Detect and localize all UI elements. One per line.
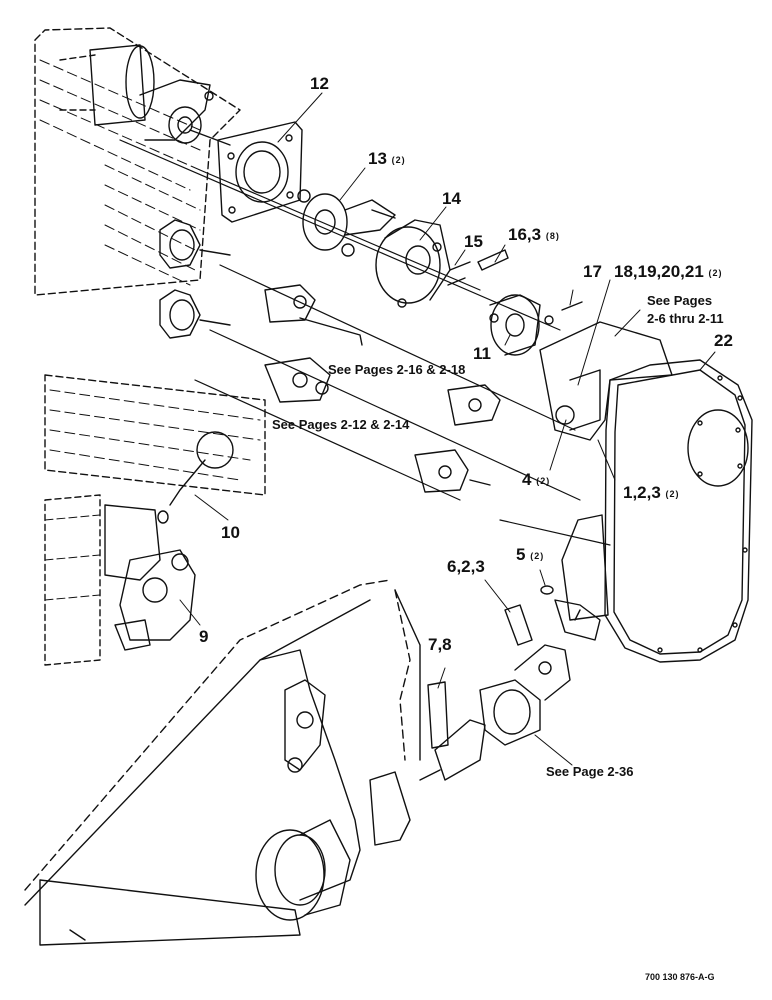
callout-18-19-20-21: 18,19,20,21 (2)	[614, 262, 723, 281]
callout-12: 12	[310, 74, 329, 93]
mounting-plate-12	[217, 121, 303, 223]
leader-lines	[179, 92, 716, 766]
lower-u-joint-shaft	[419, 644, 571, 781]
lower-header	[44, 374, 266, 506]
callout-5: 5 (2)	[516, 545, 545, 564]
callout-17: 17	[583, 262, 602, 281]
callout-11: 11	[473, 344, 491, 363]
figure-id: 700 130 876-A-G	[645, 972, 715, 982]
callout-15: 15	[464, 232, 483, 251]
coupling-13	[297, 189, 396, 257]
callout-10: 10	[221, 523, 240, 542]
sprockets	[159, 219, 231, 339]
coupling-14	[375, 219, 451, 308]
callout-13: 13 (2)	[368, 149, 406, 168]
callout-4: 4 (2)	[522, 470, 551, 489]
see-pages-2-12: See Pages 2-12 & 2-14	[272, 417, 410, 432]
callout-14: 14	[442, 189, 461, 208]
callout-6-2-3: 6,2,3	[447, 557, 485, 576]
see-pages-2-6-line1: See Pages	[647, 293, 713, 308]
callout-9: 9	[199, 627, 209, 646]
coupling-11	[489, 294, 583, 356]
callout-22: 22	[714, 331, 733, 350]
frame-structure	[24, 579, 421, 946]
callout-16-3: 16,3 (8)	[508, 225, 560, 244]
callout-1-2-3: 1,2,3 (2)	[623, 483, 680, 502]
see-pages-2-6-line2: 2-6 thru 2-11	[647, 311, 724, 326]
see-pages-2-16: See Pages 2-16 & 2-18	[328, 362, 466, 377]
u-joints	[264, 284, 501, 493]
upper-header-panel	[34, 27, 241, 296]
bolts	[427, 585, 581, 749]
pulley-assembly	[255, 679, 411, 921]
gearbox-housing-22	[539, 321, 753, 663]
see-page-2-36: See Page 2-36	[546, 764, 634, 779]
drive-shafts	[119, 139, 611, 546]
callout-7-8: 7,8	[428, 635, 452, 654]
hydraulic-motor	[59, 44, 231, 146]
right-angle-gearbox-9	[44, 494, 196, 666]
bolts-15-16	[371, 209, 509, 286]
